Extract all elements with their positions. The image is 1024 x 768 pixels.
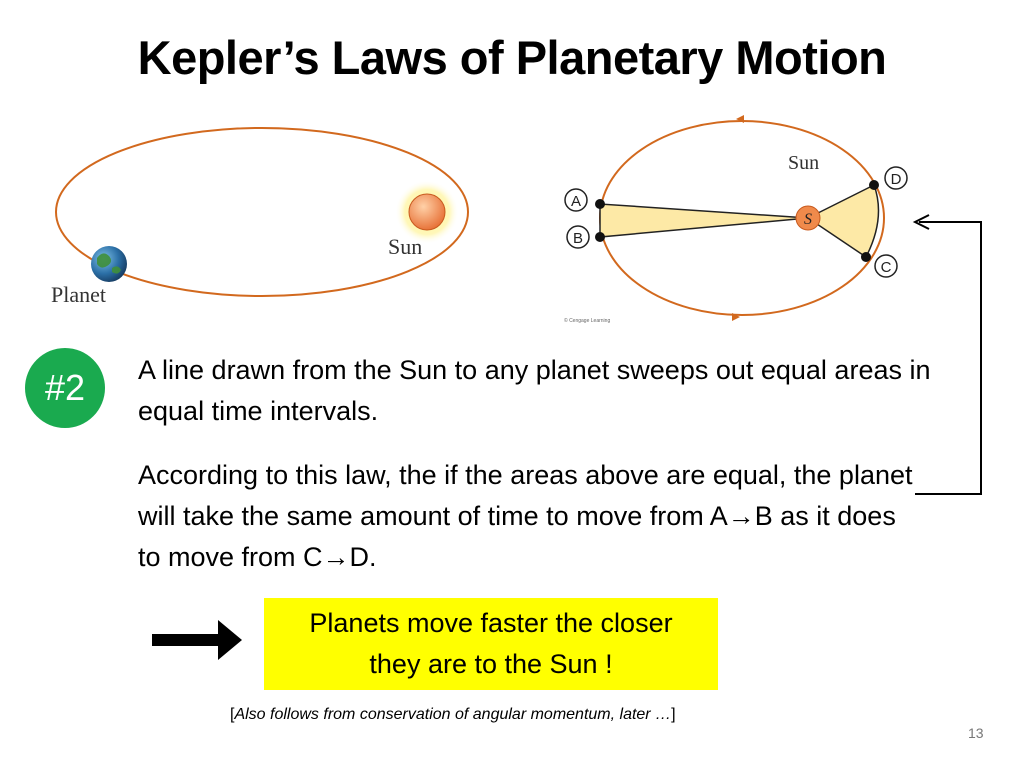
orbit-ellipse bbox=[55, 127, 469, 297]
label-c: C bbox=[874, 254, 898, 278]
sun-symbol: S bbox=[804, 211, 812, 228]
footnote: [Also follows from conservation of angul… bbox=[230, 706, 676, 724]
point-d-dot bbox=[869, 180, 879, 190]
sun-icon bbox=[408, 193, 446, 231]
sun-icon-right bbox=[795, 205, 821, 231]
law-statement: A line drawn from the Sun to any planet … bbox=[138, 355, 931, 426]
footnote-close: ] bbox=[671, 706, 676, 723]
label-d: D bbox=[884, 166, 908, 190]
planet-continents bbox=[97, 253, 121, 274]
page-number: 13 bbox=[968, 725, 984, 741]
label-b: B bbox=[566, 225, 590, 249]
bracket-arrowhead-icon bbox=[912, 214, 930, 230]
law-number-badge: #2 bbox=[25, 348, 105, 428]
point-a-dot bbox=[595, 199, 605, 209]
swept-area-ab bbox=[599, 203, 809, 238]
sun-label-right: Sun bbox=[788, 152, 819, 174]
explanation-mid: B as it does to move from C bbox=[138, 501, 896, 572]
explanation-prefix: According to this law, the if the areas … bbox=[138, 460, 913, 531]
equal-areas-diagram: S Sun A B D C © Cengage Learning bbox=[564, 115, 908, 324]
sun-label: Sun bbox=[388, 234, 422, 259]
label-b-text: B bbox=[573, 230, 583, 247]
label-a-text: A bbox=[571, 193, 581, 210]
orbit-direction-arrow-bottom bbox=[732, 313, 740, 321]
conclusion-box: Planets move faster the closer they are … bbox=[264, 598, 718, 690]
planet-label: Planet bbox=[51, 282, 106, 307]
law-explanation: According to this law, the if the areas … bbox=[138, 455, 918, 578]
bold-right-arrow-icon bbox=[152, 620, 242, 660]
orbit-direction-arrow-top bbox=[736, 115, 744, 123]
label-a: A bbox=[564, 188, 588, 212]
orbit-diagram-left: Sun Planet bbox=[51, 127, 469, 307]
label-d-text: D bbox=[891, 171, 902, 188]
bracket-arrow bbox=[912, 214, 982, 495]
point-c-dot bbox=[861, 252, 871, 262]
point-b-dot bbox=[595, 232, 605, 242]
arrow-symbol-cd: → bbox=[322, 542, 350, 572]
conclusion-line-1: Planets move faster the closer bbox=[309, 608, 673, 638]
image-credit: © Cengage Learning bbox=[564, 317, 610, 324]
footnote-open: [ bbox=[230, 706, 235, 723]
slide-title: Kepler’s Laws of Planetary Motion bbox=[137, 31, 887, 84]
footnote-text: Also follows from conservation of angula… bbox=[234, 706, 672, 723]
explanation-suffix: D. bbox=[349, 542, 377, 572]
label-c-text: C bbox=[881, 259, 892, 276]
arrow-symbol-ab: → bbox=[727, 501, 755, 531]
conclusion-line-2: they are to the Sun ! bbox=[369, 649, 613, 679]
